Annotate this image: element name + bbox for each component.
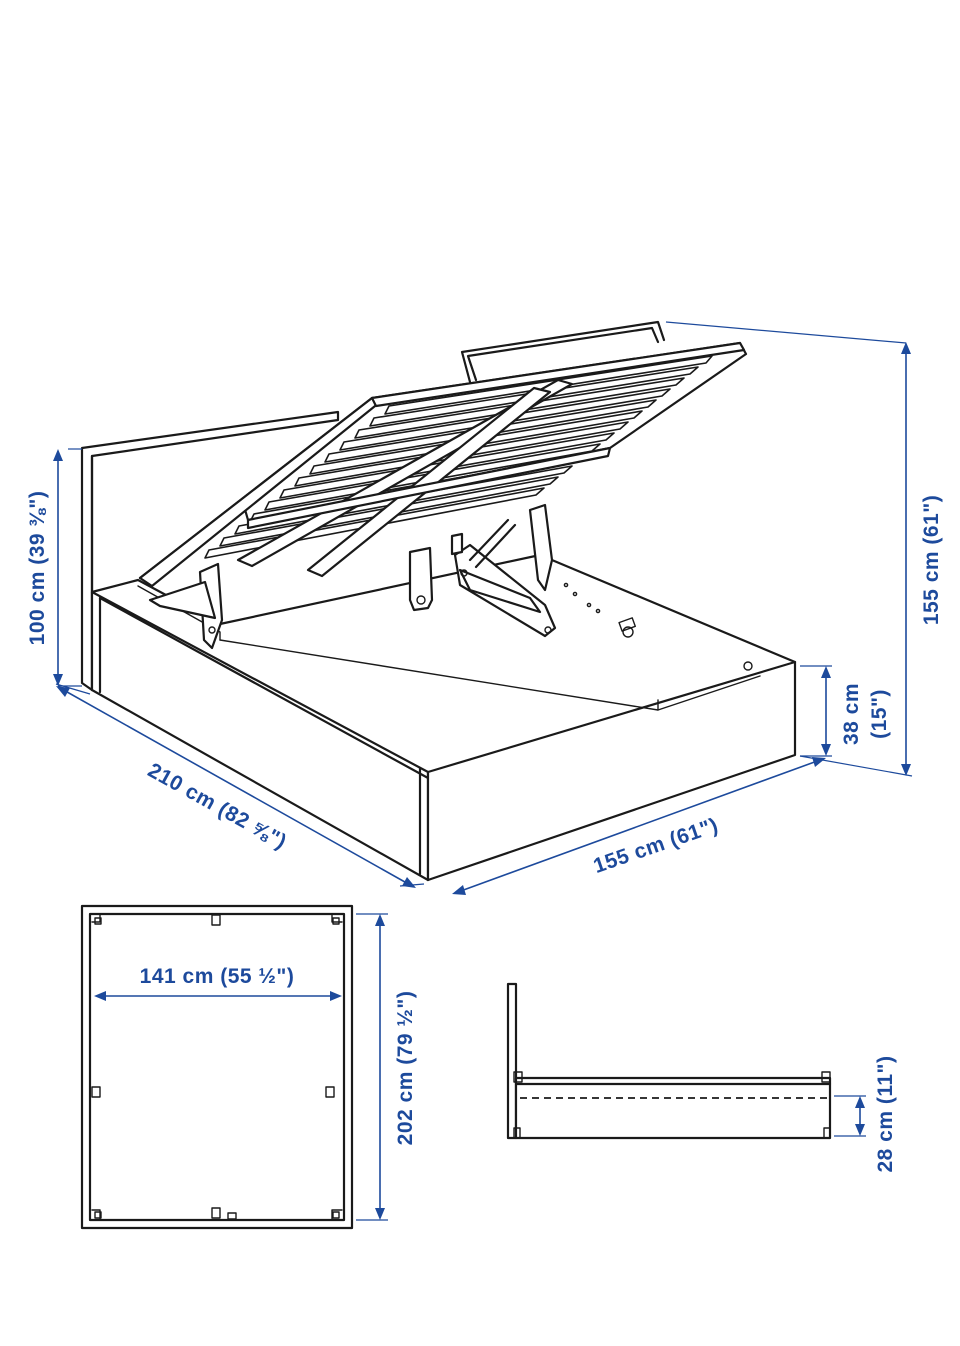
dimension-inner-width: 141 cm (55 ½") xyxy=(94,965,342,1001)
under-clearance-label: 28 cm (11") xyxy=(874,1055,897,1172)
side-view: 28 cm (11") xyxy=(506,982,897,1173)
front-width-label: 155 cm (61") xyxy=(591,814,722,878)
inner-length-label: 202 cm (79 ½") xyxy=(394,991,417,1146)
headboard-height-label: 100 cm (39 ⅜") xyxy=(26,491,49,646)
gas-lift-mechanism-left xyxy=(148,562,224,650)
dimension-inner-length: 202 cm (79 ½") xyxy=(356,913,417,1221)
dimension-side-height: 38 cm (15") xyxy=(800,665,891,757)
dimension-headboard-height: 100 cm (39 ⅜") xyxy=(26,448,82,687)
gas-lift-mechanism-right xyxy=(450,503,557,638)
inner-width-label: 141 cm (55 ½") xyxy=(140,965,295,988)
total-height-label: 155 cm (61") xyxy=(920,495,943,625)
raised-slatted-base xyxy=(138,320,748,588)
center-support-leg xyxy=(408,546,434,612)
bed-base-frame xyxy=(90,553,797,882)
top-view: 141 cm (55 ½") 202 cm (79 ½") xyxy=(80,904,417,1230)
dimension-under-clearance: 28 cm (11") xyxy=(834,1055,897,1173)
isometric-bed-view xyxy=(80,320,797,882)
side-height-inch-label: (15") xyxy=(868,689,891,739)
side-height-label: 38 cm xyxy=(840,683,863,745)
